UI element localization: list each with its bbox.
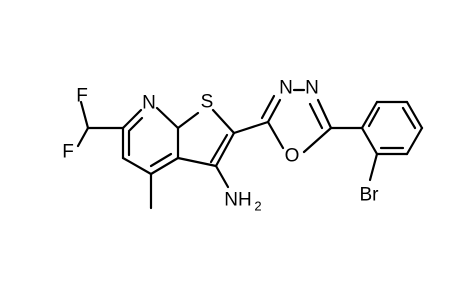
bond-cf-top	[79, 100, 90, 130]
atom-n-oxadiazole-left: N	[279, 78, 293, 99]
atom-amine-subscript: 2	[254, 199, 261, 214]
bond-c-n-left	[266, 98, 282, 124]
bond-c2-c3-double	[209, 133, 229, 164]
bond-c2-oxadiazole	[232, 120, 270, 135]
bond-c3-nh2	[214, 164, 230, 189]
atom-amine: NH	[224, 190, 251, 211]
bond-o-c-left	[266, 120, 285, 150]
bond-c4-c5	[121, 156, 153, 176]
bond-c6-n7	[121, 108, 143, 130]
bond-b6-b1	[360, 100, 379, 130]
bond-c3a-c4-double	[149, 152, 173, 168]
bond-c3a-c4	[149, 156, 180, 176]
atom-f-top: F	[76, 86, 88, 107]
bond-b4-b5-double	[401, 106, 417, 130]
atom-n-oxadiazole-right: N	[305, 78, 319, 99]
bond-n-c-right	[316, 98, 333, 130]
bond-lines	[76, 88, 424, 210]
atom-f-bottom: F	[62, 142, 74, 163]
bond-c7a-s	[176, 111, 200, 130]
atom-labels: F F N S N N O NH 2 Br	[62, 78, 379, 214]
bond-b3-b4	[405, 126, 424, 156]
atom-o-oxadiazole: O	[285, 146, 300, 167]
bond-c-o-right	[302, 126, 333, 154]
bond-c-br	[368, 152, 379, 182]
bond-c2-c3	[214, 131, 236, 168]
bond-s-c2	[211, 108, 236, 135]
atom-bromine: Br	[360, 185, 380, 206]
bond-n-c-right-double	[308, 102, 324, 130]
atom-s-thiophene: S	[201, 92, 214, 113]
bond-n7-c7a	[155, 106, 180, 130]
bond-c6-n7-double	[127, 116, 144, 133]
bond-b6-b1-double	[367, 106, 381, 128]
bond-cf-bottom	[76, 126, 90, 148]
bond-b4-b5	[405, 100, 424, 130]
bond-c-n-left-double	[260, 94, 276, 120]
atom-n-pyridine: N	[142, 93, 156, 114]
bond-b1-b2	[360, 126, 379, 156]
bond-c3-c3a	[176, 156, 218, 168]
